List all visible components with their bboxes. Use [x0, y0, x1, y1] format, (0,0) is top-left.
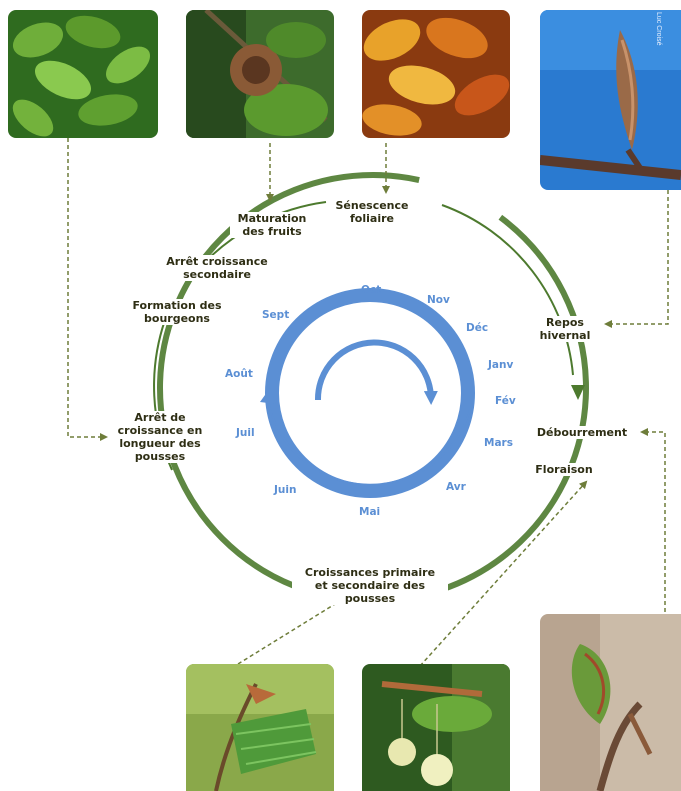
month-label: Sept: [262, 309, 289, 321]
month-label: Oct: [361, 284, 381, 296]
phase-bud-formation: Formation des bourgeons: [127, 299, 227, 325]
beech-leaves-photo: [8, 10, 158, 138]
month-label: Juil: [236, 427, 255, 439]
photo-credit: Luc Croisé: [655, 12, 662, 45]
month-label: Fév: [495, 395, 516, 407]
month-label: Juin: [274, 484, 296, 496]
month-label: Déc: [466, 322, 488, 334]
budburst-photo: [540, 614, 681, 791]
phase-winter-rest: Repos hivernal: [533, 316, 597, 342]
month-label: Avr: [446, 481, 466, 493]
phase-fruit-maturation: Maturation des fruits: [230, 212, 314, 238]
phase-shoot-growth: Croissances primaire et secondaire des p…: [292, 566, 448, 605]
outer-cycle-ring: [160, 175, 586, 601]
beechnut-cupule-photo: [186, 10, 334, 138]
phase-leaf-senescence: Sénescence foliaire: [328, 199, 416, 225]
flowers-photo: [362, 664, 510, 791]
young-shoot-photo: [186, 664, 334, 791]
month-label: Janv: [488, 359, 513, 371]
month-label: Nov: [427, 294, 450, 306]
month-label: Mai: [359, 506, 380, 518]
rotation-arrow: [318, 342, 431, 400]
month-label: Août: [225, 368, 253, 380]
autumn-leaves-photo: [362, 10, 510, 138]
phase-secondary-growth-stop: Arrêt croissance secondaire: [160, 255, 274, 281]
phase-flowering: Floraison: [528, 463, 600, 476]
phase-budburst: Débourrement: [530, 426, 634, 439]
month-label: Mars: [484, 437, 513, 449]
phase-shoot-growth-stop: Arrêt de croissance en longueur des pous…: [110, 411, 210, 463]
month-ring: [268, 295, 470, 491]
